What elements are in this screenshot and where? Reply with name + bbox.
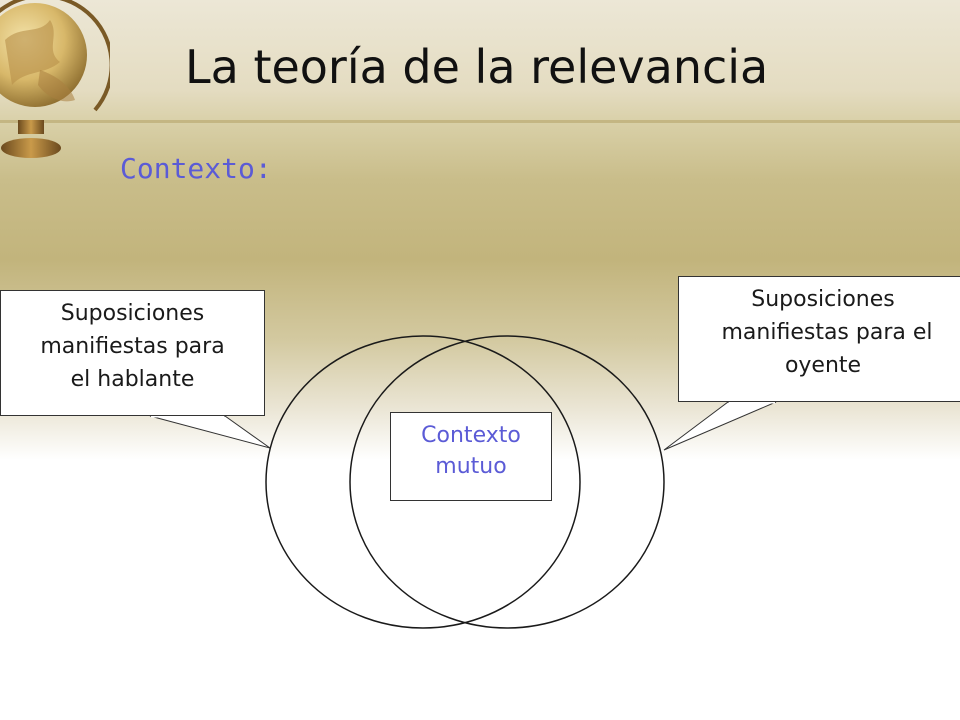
globe-icon: [0, 0, 110, 158]
speaker-circle: [265, 335, 581, 629]
callout-line: Suposiciones: [751, 287, 895, 312]
label-line: mutuo: [435, 453, 507, 479]
header-divider: [0, 120, 960, 123]
callout-line: Suposiciones: [60, 301, 205, 326]
callout-line: manifiestas para el: [721, 320, 933, 345]
mutual-context-label: Contexto mutuo: [390, 412, 552, 501]
section-subtitle: Contexto:: [120, 152, 272, 185]
callout-line: manifiestas para: [40, 334, 225, 359]
hearer-assumptions-callout: Suposiciones manifiestas para el oyente: [678, 276, 960, 402]
speaker-assumptions-callout: Suposiciones manifiestas para el hablant…: [0, 290, 265, 416]
right-callout-pointer: [663, 401, 777, 451]
hearer-circle: [349, 335, 665, 629]
callout-line: el hablante: [70, 367, 195, 392]
label-line: Contexto: [421, 423, 521, 448]
slide-title: La teoría de la relevancia: [185, 40, 769, 94]
callout-line: oyente: [784, 353, 862, 378]
left-callout-pointer: [149, 415, 271, 449]
